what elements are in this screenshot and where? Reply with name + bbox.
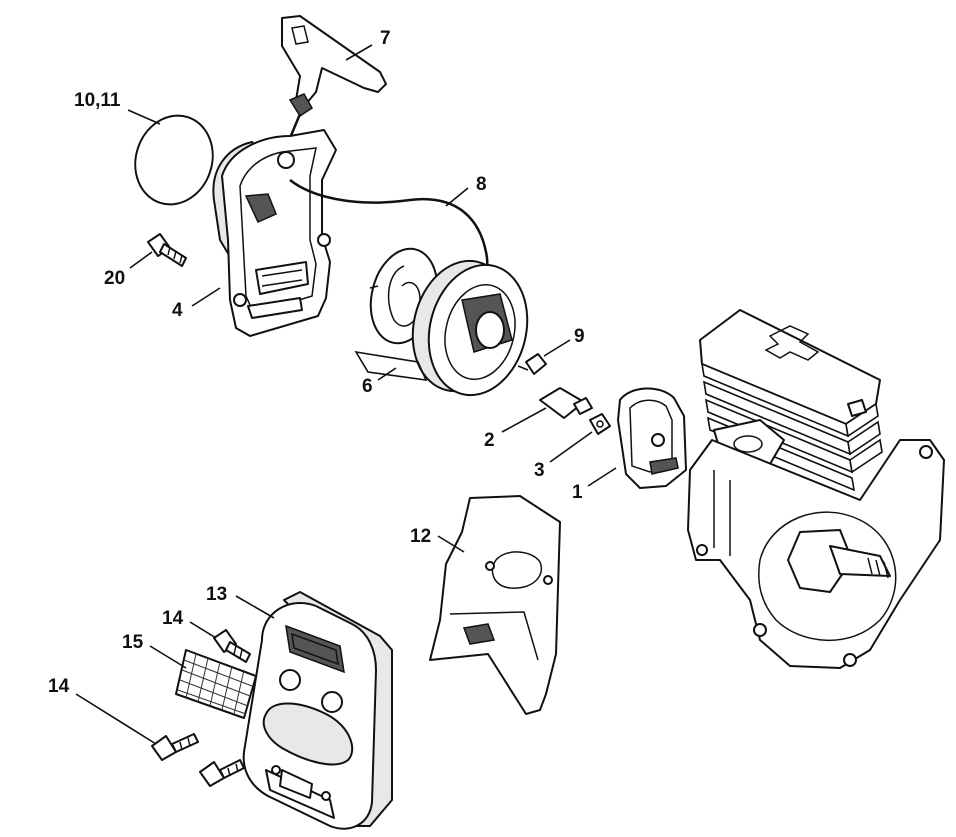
callout-3: 3 bbox=[534, 460, 545, 481]
clip-nut-part bbox=[589, 413, 611, 435]
leader-line-15 bbox=[149, 645, 187, 669]
muffler-part bbox=[242, 591, 393, 830]
leader-line-2 bbox=[501, 407, 547, 433]
ignition-module-part bbox=[617, 387, 687, 489]
leader-line-7 bbox=[345, 44, 373, 61]
leader-line-14-upper bbox=[189, 621, 217, 639]
leader-line-14-lower bbox=[75, 693, 157, 745]
muffler-screw-lower-second-part bbox=[199, 759, 245, 787]
callout-2: 2 bbox=[484, 430, 495, 451]
heat-shield-part bbox=[429, 495, 561, 715]
rope-pulley-part bbox=[411, 259, 529, 397]
callout-6: 6 bbox=[362, 376, 373, 397]
callout-7: 7 bbox=[380, 28, 391, 49]
muffler-screw-upper-part bbox=[213, 629, 251, 663]
pulley-screw-part bbox=[517, 353, 547, 375]
cylinder-stud bbox=[847, 399, 867, 417]
leader-line-3 bbox=[549, 431, 593, 463]
leader-line-1 bbox=[587, 467, 617, 487]
callout-15: 15 bbox=[122, 632, 144, 653]
leader-line-20 bbox=[129, 251, 153, 269]
washer-ring-part bbox=[134, 114, 214, 206]
fan-housing-part bbox=[212, 129, 337, 337]
leader-line-4 bbox=[191, 287, 221, 307]
engine-cylinder-part bbox=[699, 309, 883, 492]
crankcase-part bbox=[687, 439, 945, 669]
callout-12: 12 bbox=[410, 526, 431, 547]
callout-14-upper: 14 bbox=[162, 608, 184, 629]
housing-screw-part bbox=[147, 233, 187, 267]
leader-line-13 bbox=[235, 595, 275, 619]
callout-13: 13 bbox=[206, 584, 227, 605]
spark-arrestor-screen-part bbox=[175, 649, 257, 719]
ignition-stud-part bbox=[539, 387, 593, 419]
callout-9: 9 bbox=[574, 326, 585, 347]
callout-8: 8 bbox=[476, 174, 487, 195]
leader-line-12 bbox=[437, 535, 465, 553]
callout-1: 1 bbox=[572, 482, 583, 503]
spring-pulley-bracket bbox=[354, 350, 428, 381]
leader-line-6 bbox=[377, 367, 397, 381]
muffler-screw-lower-part bbox=[151, 733, 199, 761]
leader-line-9 bbox=[543, 339, 571, 357]
callout-20: 20 bbox=[104, 268, 125, 289]
callout-4: 4 bbox=[172, 300, 183, 321]
starter-grip-part bbox=[281, 15, 387, 139]
callout-10-11: 10,11 bbox=[74, 90, 121, 111]
leader-line-8 bbox=[445, 187, 469, 207]
leader-line-10-11 bbox=[127, 109, 161, 125]
callout-14-lower: 14 bbox=[48, 676, 70, 697]
